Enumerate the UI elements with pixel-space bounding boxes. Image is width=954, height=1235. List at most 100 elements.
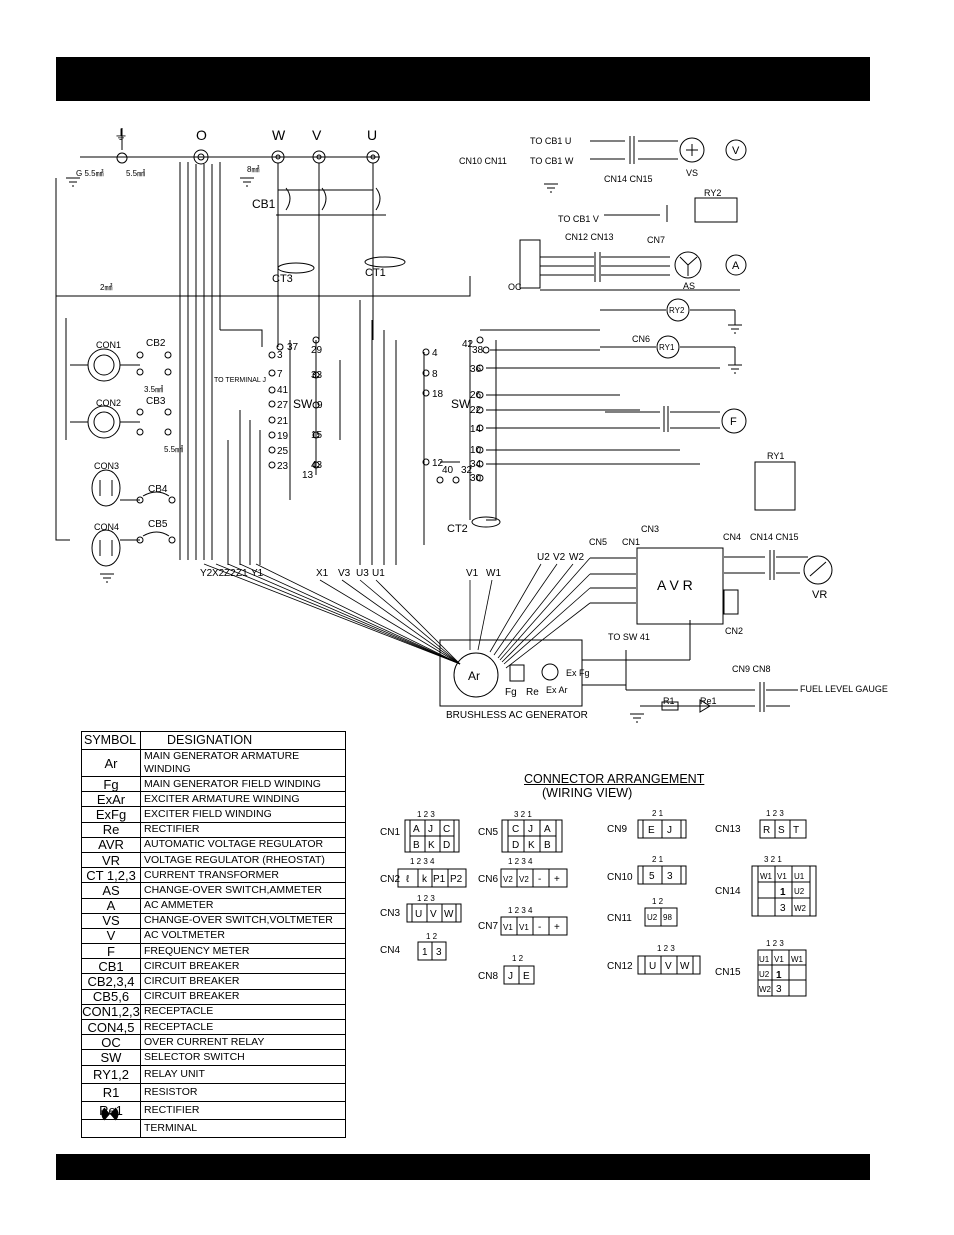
cn1-name: CN1 — [380, 827, 400, 838]
sw-label: SW — [293, 397, 313, 411]
cn8-c1: E — [523, 971, 530, 982]
wire-v3: V3 — [338, 568, 351, 579]
vs-label: VS — [686, 168, 698, 178]
legend-symbol: CB5,6 — [81, 988, 141, 1005]
cn14-c2: U1 — [794, 872, 805, 881]
to-cb1-u: TO CB1 U — [530, 136, 571, 146]
legend-symbol: OC — [81, 1034, 141, 1051]
avr-label: A V R — [657, 577, 693, 593]
cb4-label: CB4 — [148, 484, 168, 495]
cn1-c0: A — [413, 824, 420, 835]
legend-designation: VOLTAGE REGULATOR (RHEOSTAT) — [140, 851, 346, 869]
wire-z1: Z1 — [236, 568, 248, 579]
cn2-c0: ℓ — [406, 874, 410, 885]
header-bar — [56, 57, 870, 101]
sw-left-terminals: 37 3 7 41 27 21 19 25 23 13 — [268, 342, 314, 481]
ry2-coil-label: RY2 — [669, 306, 685, 315]
wire-spec-3: 2㎟ — [100, 283, 112, 292]
legend-designation: EXCITER ARMATURE WINDING — [140, 791, 346, 808]
to-terminal-j: TO TERMINAL J — [214, 377, 266, 384]
legend-symbol: VR — [81, 851, 141, 869]
cn15-c0: U1 — [759, 955, 770, 964]
cn14-c5: U2 — [794, 887, 805, 896]
cn15-c6: W2 — [759, 985, 772, 994]
cn9-cn8: CN9 CN8 — [732, 664, 771, 674]
legend-symbol: CB1 — [81, 958, 141, 975]
cb1-label: CB1 — [252, 197, 276, 211]
cn6-c3: + — [554, 874, 560, 885]
cn12-name: CN12 — [607, 961, 633, 972]
sw-t29: 29 — [311, 345, 323, 356]
wire-u2: U2 — [537, 552, 550, 563]
cn15-c7: 3 — [776, 984, 782, 995]
cn2-c1: k — [422, 874, 428, 885]
cn10-cn11-label: CN10 CN11 — [459, 156, 507, 166]
cn7-label: CN7 — [647, 235, 665, 245]
sw-t10: 10 — [470, 445, 482, 456]
avr-cn14-cn15: CN14 CN15 — [750, 532, 799, 542]
connector-arrangement-title: CONNECTOR ARRANGEMENT — [524, 772, 705, 786]
top-terminals: ⏚ O W V U — [80, 127, 380, 165]
cn4-c1: 3 — [436, 947, 442, 958]
sw-t21: 21 — [277, 416, 289, 427]
wire-v2: V2 — [553, 552, 566, 563]
legend-symbol: Re — [81, 821, 141, 838]
cn5-c0: C — [512, 824, 519, 835]
cn2-name: CN2 — [380, 874, 400, 885]
legend-symbol: CT 1,2,3 — [81, 867, 141, 884]
ct3-label: CT3 — [272, 273, 293, 285]
legend-symbol: AVR — [81, 836, 141, 853]
legend-symbol: AS — [81, 882, 141, 899]
sw-t13: 13 — [302, 470, 314, 481]
sw-t30: 30 — [470, 473, 482, 484]
legend-designation: CIRCUIT BREAKER — [140, 958, 346, 975]
legend-header-row: SYMBOL DESIGNATION — [81, 731, 346, 750]
cn3-name: CN3 — [380, 908, 400, 919]
wire-y1: Y1 — [251, 568, 264, 579]
cn10-name: CN10 — [607, 872, 633, 883]
legend-designation: CHANGE-OVER SWITCH,AMMETER — [140, 882, 346, 899]
wire-z2: Z2 — [224, 568, 236, 579]
legend-designation: CIRCUIT BREAKER — [140, 988, 346, 1005]
sw-t38: 38 — [472, 345, 484, 356]
cn14-cn15-top-label: CN14 CN15 — [604, 174, 653, 184]
cn10-pins: 2 1 — [652, 855, 664, 864]
legend-designation: SELECTOR SWITCH — [140, 1049, 346, 1066]
legend-symbol: Fg — [81, 775, 141, 793]
sw-t7: 7 — [277, 369, 283, 380]
cn10-c0: 5 — [649, 871, 655, 882]
wire-w1: W1 — [486, 568, 501, 579]
sw-far-terminals: 42 38 36 26 22 14 10 34 30 — [462, 336, 490, 484]
wire-u1: U1 — [372, 568, 385, 579]
sw-t33: 33 — [311, 370, 323, 381]
cn11-c0: U2 — [647, 913, 658, 922]
cn15-c2: W1 — [791, 955, 804, 964]
legend-symbol: VS — [81, 912, 141, 929]
avr-cn5: CN5 — [589, 537, 607, 547]
to-cb1-v: TO CB1 V — [558, 214, 599, 224]
cn11-name: CN11 — [607, 913, 632, 924]
cn15-c1: V1 — [774, 955, 784, 964]
sw-t25: 25 — [277, 446, 289, 457]
r1-label: R1 — [663, 696, 675, 706]
cn15-c4: 1 — [776, 970, 782, 981]
cn5-c2: A — [544, 824, 551, 835]
receptacles: CON1 CON2 CON3 CON4 — [70, 340, 140, 567]
cn14-c8: W2 — [794, 904, 807, 913]
cn9-name: CN9 — [607, 824, 627, 835]
legend-symbol: CB2,3,4 — [81, 973, 141, 990]
cn6-name: CN6 — [478, 874, 498, 885]
sw-label-2: SW — [451, 397, 471, 411]
cn8-pins: 1 2 — [512, 954, 524, 963]
cn2-c2: P1 — [433, 874, 446, 885]
